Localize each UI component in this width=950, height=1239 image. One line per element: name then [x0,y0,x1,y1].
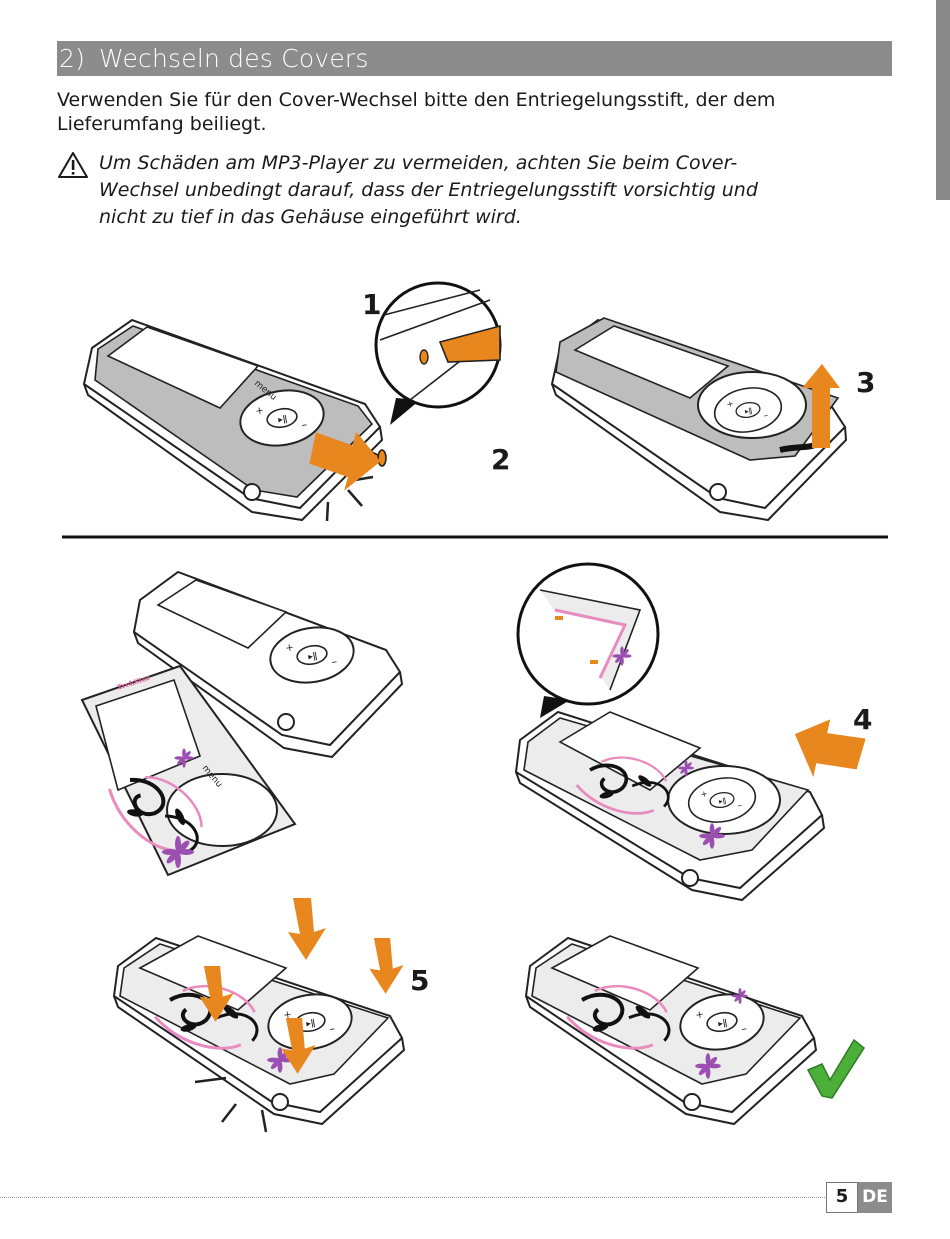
checkmark-icon [806,1038,865,1099]
arrow-press-2 [369,938,404,994]
device-step3 [550,317,848,522]
device-step4 [514,710,826,902]
section-title: Wechseln des Covers [99,44,369,73]
footer-rule [0,1197,825,1198]
zoom-pin-insert [374,281,502,425]
step-3-number: 3 [856,366,875,399]
page-number: 5 [826,1182,858,1213]
intro-text: Verwenden Sie für den Cover-Wechsel bitt… [57,89,776,135]
device-step1: menu [82,318,387,522]
arrow-press-1 [288,898,326,960]
step-2-number: 2 [491,443,510,476]
warning-triangle-icon [58,152,88,178]
new-cover: TrekStor menu [80,664,297,877]
side-tab [936,0,950,200]
language-badge: DE [858,1182,892,1213]
zoom-cover-clip [516,562,660,718]
device-done [524,935,818,1126]
step-5-number: 5 [410,964,429,997]
section-heading: 2) Wechseln des Covers [57,41,892,76]
step-4-number: 4 [853,703,872,736]
device-step5 [112,935,406,1133]
section-number: 2) [59,44,86,73]
warning-text: Um Schäden am MP3-Player zu vermeiden, a… [99,152,758,228]
step-1-number: 1 [362,288,381,321]
device-without-cover [132,570,404,759]
